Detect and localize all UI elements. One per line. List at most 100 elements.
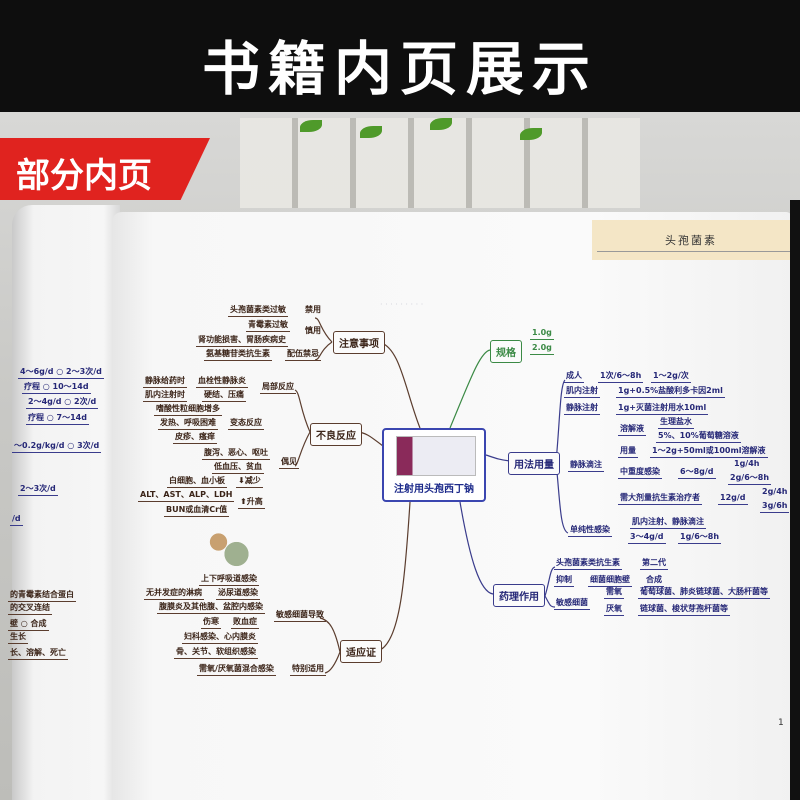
node: 6～8g/d	[678, 467, 716, 479]
left-page-text: ～0.2g/kg/d ○ 3次/d	[12, 441, 102, 453]
left-page	[12, 205, 120, 800]
node: 肌内注射、静脉滴注	[630, 517, 706, 529]
branch-usage: 用法用量	[508, 452, 560, 475]
branch-indications: 适应证	[340, 640, 382, 663]
node: ALT、AST、ALP、LDH	[138, 490, 235, 502]
node: 嗜酸性粒细胞增多	[154, 404, 222, 416]
node: 溶解液	[618, 424, 646, 436]
leaf-decoration	[300, 120, 322, 132]
node: 生理盐水	[658, 417, 694, 429]
node: 单纯性感染	[568, 525, 612, 537]
left-page-text: 4～6g/d ○ 2～3次/d	[18, 367, 104, 379]
section-badge: 部分内页	[0, 138, 210, 200]
node: 泌尿道感染	[216, 588, 260, 600]
node: 1.0g	[530, 328, 554, 340]
center-node: 注射用头孢西丁钠	[382, 428, 486, 502]
node: 成人	[564, 371, 584, 383]
node: 低血压、贫血	[212, 462, 264, 474]
node: 青霉素过敏	[246, 320, 290, 332]
node: 1～2g/次	[651, 371, 691, 383]
node: ⬆升高	[238, 497, 265, 509]
node: 3～4g/d	[628, 532, 666, 544]
branch-spec: 规格	[490, 340, 522, 363]
node: 用量	[618, 446, 638, 458]
node: 链球菌、梭状芽孢杆菌等	[638, 604, 730, 616]
node: 上下呼吸道感染	[199, 574, 259, 586]
node: 需大剂量抗生素治疗者	[618, 493, 702, 505]
left-page-text: 2～3次/d	[18, 484, 58, 496]
node: 12g/d	[718, 493, 748, 505]
node: 妇科感染、心内膜炎	[182, 632, 258, 644]
left-page-text: 2～4g/d ○ 2次/d	[26, 397, 99, 409]
node: 头孢菌素类过敏	[228, 305, 288, 317]
node: 无并发症的淋病	[144, 588, 204, 600]
left-page-text: 的青霉素结合蛋白	[8, 590, 76, 602]
node: 骨、关节、软组织感染	[174, 647, 258, 659]
node: 2g/6～8h	[728, 473, 772, 485]
leaf-decoration	[430, 118, 452, 130]
node: 静脉滴注	[568, 460, 604, 472]
drug-package-image	[396, 436, 476, 476]
node: 白细胞、血小板	[167, 476, 227, 488]
center-label: 注射用头孢西丁钠	[394, 484, 474, 495]
node: 头孢菌素类抗生素	[554, 558, 622, 570]
node: 特别适用	[290, 664, 326, 676]
node: 血栓性静脉炎	[196, 376, 248, 388]
left-page-text: 生长	[8, 632, 28, 644]
leaf-decoration	[360, 126, 382, 138]
node: 肾功能损害、胃肠疾病史	[196, 335, 288, 347]
branch-precautions: 注意事项	[333, 331, 385, 354]
node: 1～2g+50ml或100ml溶解液	[650, 446, 768, 458]
badge-label: 部分内页	[16, 156, 152, 196]
node: 需氧/厌氧菌混合感染	[197, 664, 276, 676]
left-page-text: /d	[10, 514, 23, 526]
node: 静脉注射	[564, 403, 600, 415]
cartoon-illustration	[205, 530, 250, 570]
branch-pharmacology: 药理作用	[493, 584, 545, 607]
node: 腹膜炎及其他腹、盆腔内感染	[157, 602, 265, 614]
node: 合成	[644, 575, 664, 587]
left-page-text: 壁 ○ 合成	[8, 619, 49, 631]
fence-decoration	[240, 118, 640, 208]
node: 局部反应	[260, 382, 296, 394]
node: 慎用	[305, 326, 321, 335]
node: 禁用	[305, 305, 321, 314]
node: 1g+灭菌注射用水10ml	[616, 403, 709, 415]
node: 发热、呼吸困难	[158, 418, 218, 430]
node: BUN或血清Cr值	[164, 505, 230, 517]
right-page	[112, 212, 792, 800]
node: 肌内注射	[564, 386, 600, 398]
node: 3g/6h	[760, 501, 790, 513]
node: 葡萄球菌、肺炎链球菌、大肠杆菌等	[638, 587, 770, 599]
page-header: 头孢菌素	[592, 220, 790, 260]
banner-title: 书籍内页展示	[201, 35, 598, 103]
page-header-title: 头孢菌素	[665, 234, 717, 247]
node: 肌内注射时	[143, 390, 187, 402]
node: 皮疹、瘙痒	[173, 432, 217, 444]
node: 氨基糖苷类抗生素	[204, 349, 272, 361]
node: 敏感细菌	[554, 598, 590, 610]
left-page-text: 长、溶解、死亡	[8, 648, 68, 660]
node: 1g/4h	[734, 459, 760, 468]
node: 腹泻、恶心、呕吐	[202, 448, 270, 460]
banner: 书籍内页展示	[0, 0, 800, 118]
node: 1g/6～8h	[678, 532, 722, 544]
page-number: 1	[778, 718, 784, 728]
node: 1g+0.5%盐酸利多卡因2ml	[616, 386, 725, 398]
node: 败血症	[231, 617, 259, 629]
node: 配伍禁忌	[285, 349, 321, 361]
node: 硬结、压痛	[202, 390, 246, 402]
node: 敏感细菌导致	[274, 610, 326, 622]
background-edge	[790, 200, 800, 800]
node: 1次/6～8h	[598, 371, 644, 383]
left-page-text: 疗程 ○ 10～14d	[22, 382, 91, 394]
node: 细菌细胞壁	[588, 575, 632, 587]
left-page-text: 疗程 ○ 7～14d	[26, 413, 89, 425]
node: 厌氧	[604, 604, 624, 616]
node: 需氧	[604, 587, 624, 599]
node: 偶见	[279, 457, 299, 469]
node: 抑制	[554, 575, 574, 587]
leaf-decoration	[520, 128, 542, 140]
left-page-text: 的交叉连结	[8, 603, 52, 615]
